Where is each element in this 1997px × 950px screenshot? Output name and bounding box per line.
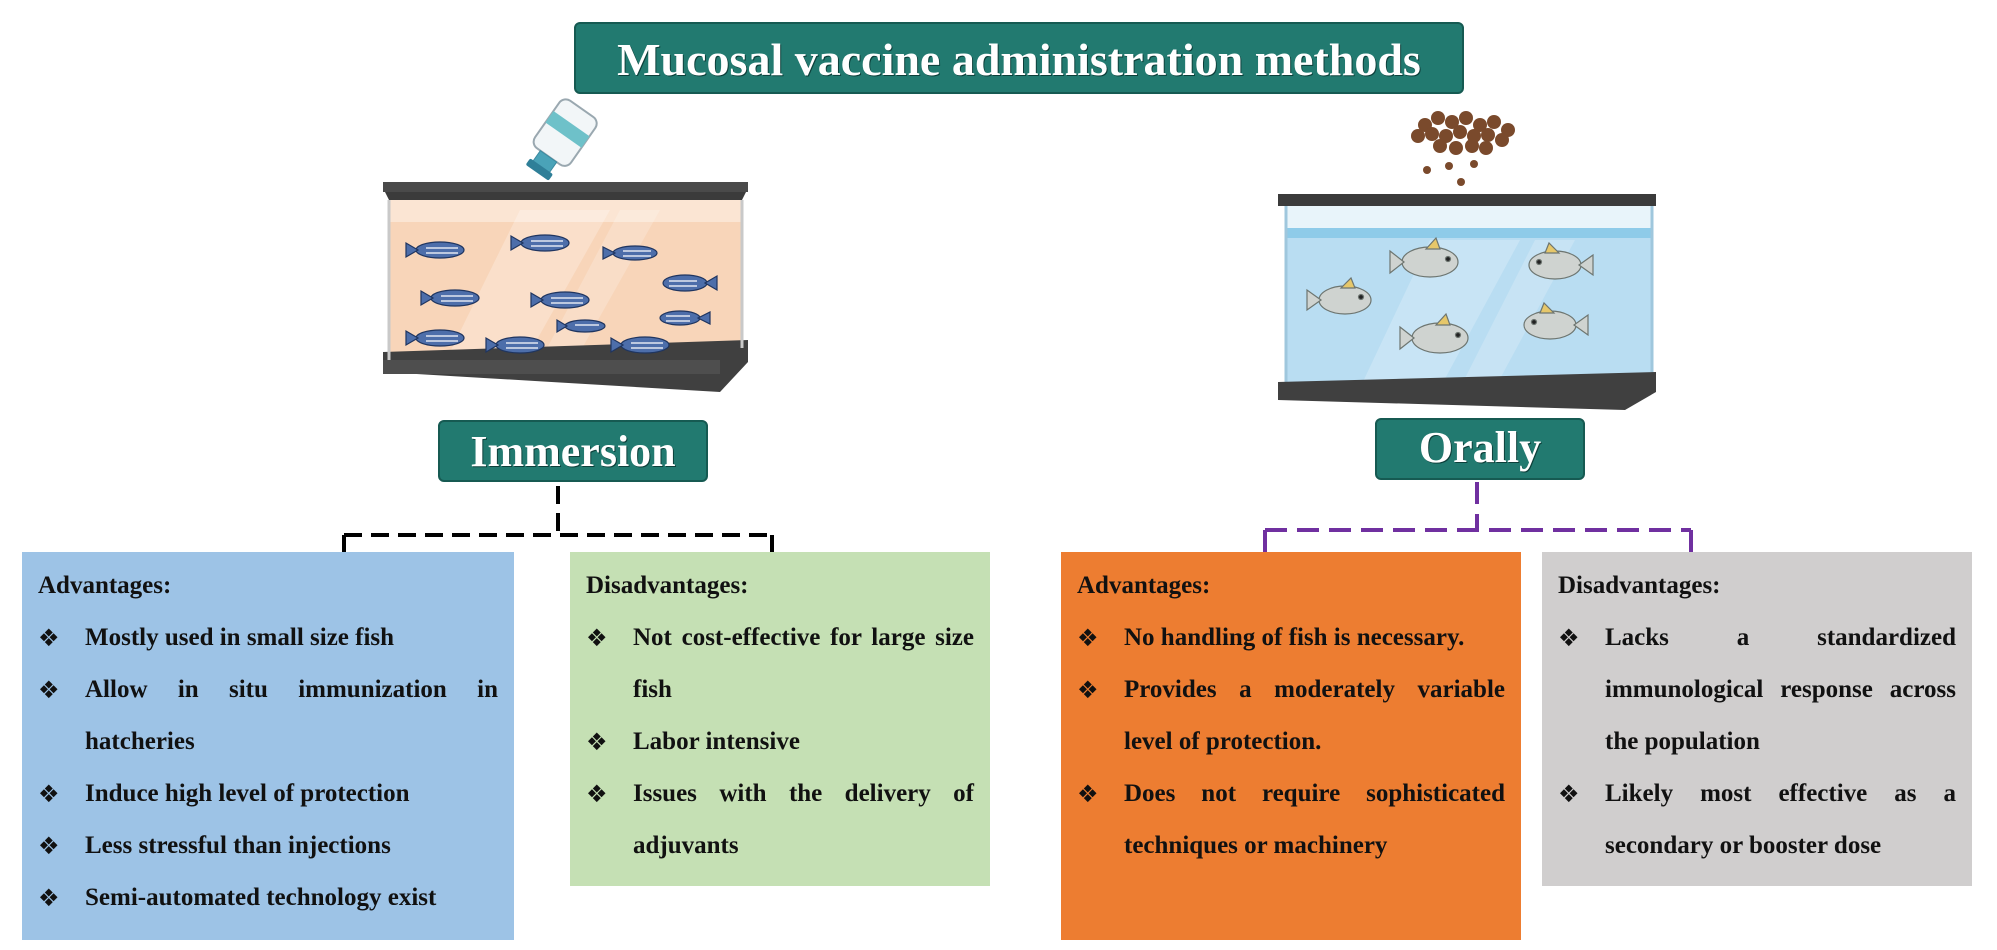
silver-fish-icon	[1306, 236, 1594, 354]
list-item: ❖Likely most effective as a secondary or…	[1558, 768, 1956, 872]
panel-heading: Disadvantages:	[586, 572, 749, 599]
list-item: ❖Issues with the delivery of adjuvants	[586, 768, 974, 872]
list-item: ❖Semi-automated technology exist	[38, 872, 498, 924]
bullet-diamond-icon: ❖	[1077, 676, 1099, 704]
bullet-diamond-icon: ❖	[1077, 624, 1099, 652]
zebrafish-icon	[405, 234, 718, 354]
list-item: ❖Induce high level of protection	[38, 768, 498, 820]
panel-heading: Advantages:	[38, 572, 172, 599]
list-item: ❖Does not require sophisticated techniqu…	[1077, 768, 1505, 872]
panel-heading: Advantages:	[1077, 572, 1211, 599]
oral-connector	[1263, 482, 1693, 552]
immersion-advantages-panel: Advantages: ❖Mostly used in small size f…	[22, 552, 514, 940]
bullet-diamond-icon: ❖	[38, 624, 60, 652]
oral-advantages-panel: Advantages: ❖No handling of fish is nece…	[1061, 552, 1521, 940]
panel-heading: Disadvantages:	[1558, 572, 1721, 599]
diagram-title: Mucosal vaccine administration methods	[574, 22, 1464, 94]
list-item: ❖No handling of fish is necessary.	[1077, 612, 1505, 664]
orally-label: Orally	[1375, 418, 1585, 480]
list-item: ❖Labor intensive	[586, 716, 974, 768]
list-item: ❖Less stressful than injections	[38, 820, 498, 872]
oral-disadvantages-panel: Disadvantages: ❖Lacks a standardized imm…	[1542, 552, 1972, 886]
list-item: ❖Mostly used in small size fish	[38, 612, 498, 664]
list-item: ❖Provides a moderately variable level of…	[1077, 664, 1505, 768]
bullet-diamond-icon: ❖	[38, 884, 60, 912]
immersion-connector	[342, 486, 774, 552]
bullet-diamond-icon: ❖	[586, 780, 608, 808]
bullet-diamond-icon: ❖	[38, 676, 60, 704]
immersion-label: Immersion	[438, 420, 708, 482]
bullet-diamond-icon: ❖	[1077, 780, 1099, 808]
bullet-diamond-icon: ❖	[38, 780, 60, 808]
list-item: ❖Not cost-effective for large size fish	[586, 612, 974, 716]
vaccine-bottle-icon	[526, 98, 598, 181]
bullet-diamond-icon: ❖	[38, 832, 60, 860]
bullet-diamond-icon: ❖	[586, 728, 608, 756]
list-item: ❖Allow in situ immunization in hatcherie…	[38, 664, 498, 768]
immersion-disadvantages-panel: Disadvantages: ❖Not cost-effective for l…	[570, 552, 990, 886]
bullet-diamond-icon: ❖	[586, 624, 608, 652]
bullet-diamond-icon: ❖	[1558, 780, 1580, 808]
list-item: ❖Lacks a standardized immunological resp…	[1558, 612, 1956, 768]
fish-tank-icon	[383, 182, 748, 392]
bullet-diamond-icon: ❖	[1558, 624, 1580, 652]
